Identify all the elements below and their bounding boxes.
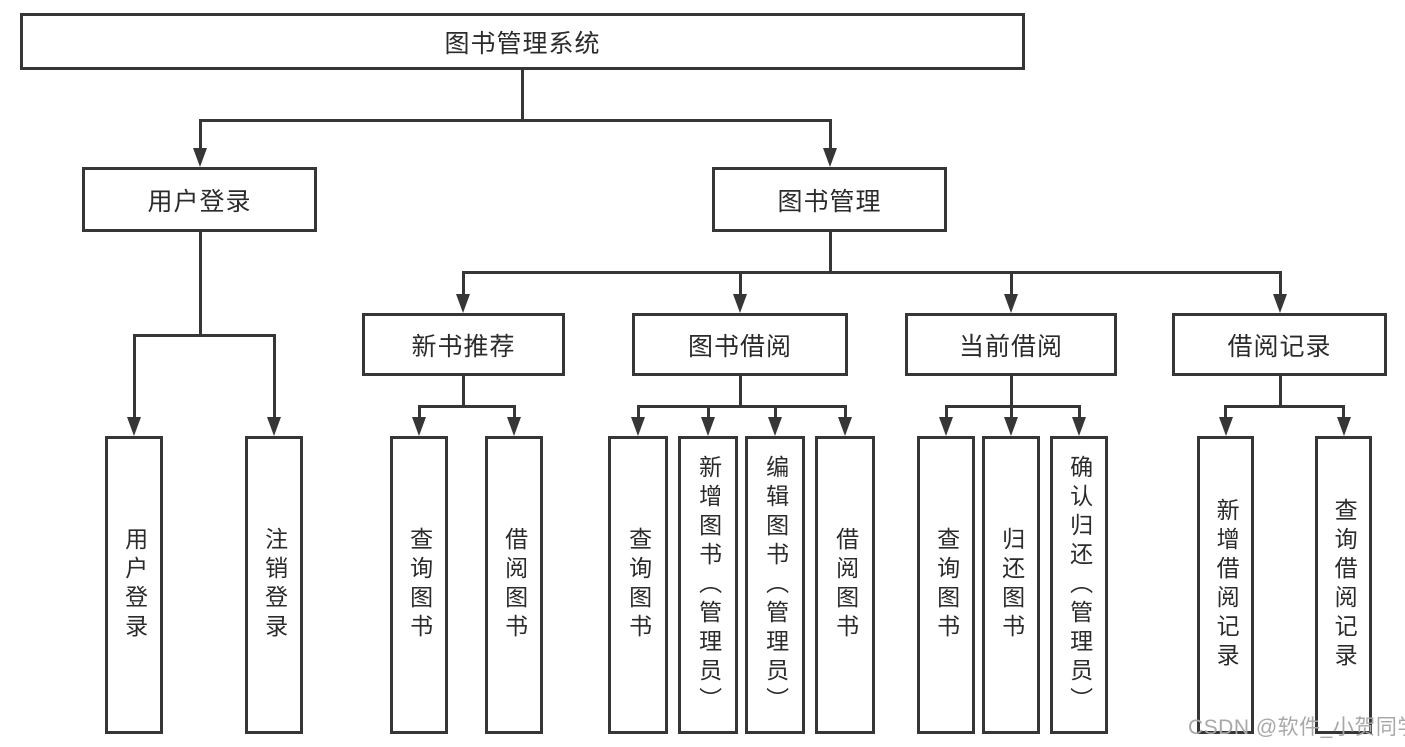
node-book-mgmt: 图书管理: [712, 167, 947, 232]
node-book-borrow-label: 图书借阅: [687, 332, 792, 361]
node-user-login-label: 用户登录: [147, 187, 252, 216]
arrowhead-leaf-logout: [267, 417, 281, 436]
connector-level2-bar: [198, 119, 832, 122]
node-new-books-label: 新书推荐: [411, 332, 516, 361]
connector-arrow-bb-add-stem: [706, 405, 710, 420]
arrowhead-bb-edit: [768, 417, 782, 436]
connector-arrow-book-borrow-stem: [738, 271, 742, 297]
connector-current-borrow-stem: [1009, 376, 1013, 407]
node-borrow-records: 借阅记录: [1172, 313, 1387, 376]
connector-arrow-book-mgmt-stem: [828, 119, 832, 150]
arrowhead-cb-confirm: [1072, 417, 1086, 436]
arrowhead-current-borrow: [1004, 294, 1018, 313]
leaf-cb-query-books: 查询图书: [917, 436, 975, 734]
arrowhead-book-borrow: [733, 294, 747, 313]
arrowhead-bb-query: [631, 417, 645, 436]
connector-book-borrow-bar: [636, 405, 847, 408]
leaf-br-query-record-label: 查询借阅记录: [1331, 498, 1358, 672]
arrowhead-user-login: [193, 148, 207, 167]
connector-arrow-br-query-stem: [1342, 405, 1345, 420]
leaf-nb-borrow-books: 借阅图书: [485, 436, 543, 734]
connector-level3-bar: [461, 271, 1282, 274]
leaf-nb-query-books-label: 查询图书: [406, 527, 433, 643]
arrowhead-cb-query: [939, 417, 953, 436]
arrowhead-book-mgmt: [823, 148, 837, 167]
leaf-cb-confirm-return-label: 确认归还（管理员）: [1066, 454, 1093, 716]
connector-user-login-stem: [198, 232, 202, 336]
connector-arrow-user-login-stem: [198, 119, 202, 150]
leaf-logout: 注销登录: [245, 436, 303, 734]
connector-arrow-cb-confirm-stem: [1077, 405, 1081, 420]
connector-arrow-nb-borrow-stem: [512, 405, 516, 420]
leaf-cb-return-books: 归还图书: [982, 436, 1040, 734]
connector-borrow-records-stem: [1278, 376, 1282, 407]
leaf-nb-query-books: 查询图书: [390, 436, 448, 734]
leaf-bb-borrow-books-label: 借阅图书: [832, 527, 859, 643]
connector-borrow-records-bar: [1224, 405, 1345, 408]
connector-arrow-br-add-stem: [1224, 405, 1227, 420]
leaf-br-add-record-label: 新增借阅记录: [1213, 498, 1240, 672]
csdn-watermark: CSDN @软件_小贺同学: [1188, 716, 1405, 739]
connector-arrow-current-borrow-stem: [1009, 271, 1013, 297]
leaf-bb-borrow-books: 借阅图书: [815, 436, 875, 734]
leaf-cb-query-books-label: 查询图书: [933, 527, 960, 643]
leaf-bb-query-books-label: 查询图书: [625, 527, 652, 643]
connector-current-borrow-bar: [944, 405, 1081, 408]
leaf-user-login-label: 用户登录: [121, 527, 148, 643]
connector-arrow-bb-borrow-stem: [843, 405, 847, 420]
leaf-cb-confirm-return: 确认归还（管理员）: [1050, 436, 1108, 734]
leaf-cb-return-books-label: 归还图书: [998, 527, 1025, 643]
node-root-label: 图书管理系统: [444, 29, 601, 58]
leaf-bb-add-books-label: 新增图书（管理员）: [695, 454, 722, 716]
arrowhead-bb-add: [701, 417, 715, 436]
node-root: 图书管理系统: [20, 13, 1025, 70]
connector-new-books-bar: [417, 405, 516, 408]
leaf-bb-add-books: 新增图书（管理员）: [678, 436, 738, 734]
leaf-bb-edit-books: 编辑图书（管理员）: [745, 436, 805, 734]
arrowhead-br-add: [1218, 417, 1233, 436]
arrowhead-leaf-login: [127, 417, 141, 436]
connector-arrow-bb-query-stem: [636, 405, 640, 420]
connector-arrow-borrow-records-stem: [1278, 271, 1282, 297]
node-current-borrow-label: 当前借阅: [958, 332, 1063, 361]
connector-arrow-leaf-login-stem: [132, 334, 136, 420]
leaf-user-login: 用户登录: [105, 436, 163, 734]
connector-root-stem: [520, 70, 524, 120]
leaf-bb-edit-books-label: 编辑图书（管理员）: [762, 454, 789, 716]
leaf-br-query-record: 查询借阅记录: [1315, 436, 1372, 734]
connector-arrow-cb-query-stem: [944, 405, 948, 420]
connector-new-books-stem: [461, 376, 465, 407]
arrowhead-br-query: [1336, 417, 1351, 436]
node-user-login: 用户登录: [82, 167, 317, 232]
connector-arrow-bb-edit-stem: [773, 405, 777, 420]
connector-arrow-new-books-stem: [461, 271, 465, 297]
leaf-bb-query-books: 查询图书: [608, 436, 668, 734]
connector-arrow-cb-return-stem: [1009, 405, 1013, 420]
leaf-logout-label: 注销登录: [261, 527, 288, 643]
arrowhead-borrow-records: [1273, 294, 1287, 313]
leaf-nb-borrow-books-label: 借阅图书: [501, 527, 528, 643]
node-current-borrow: 当前借阅: [905, 313, 1117, 376]
leaf-br-add-record: 新增借阅记录: [1197, 436, 1254, 734]
connector-arrow-nb-query-stem: [417, 405, 421, 420]
arrowhead-cb-return: [1004, 417, 1018, 436]
connector-user-login-bar: [132, 334, 276, 337]
connector-book-borrow-stem: [738, 376, 742, 407]
arrowhead-nb-borrow: [507, 417, 521, 436]
node-borrow-records-label: 借阅记录: [1227, 332, 1332, 361]
connector-arrow-leaf-logout-stem: [272, 334, 276, 420]
arrowhead-bb-borrow: [838, 417, 852, 436]
node-new-books: 新书推荐: [362, 313, 565, 376]
connector-book-mgmt-stem: [828, 232, 832, 274]
arrowhead-new-books: [456, 294, 470, 313]
arrowhead-nb-query: [412, 417, 426, 436]
node-book-mgmt-label: 图书管理: [777, 187, 882, 216]
node-book-borrow: 图书借阅: [632, 313, 848, 376]
